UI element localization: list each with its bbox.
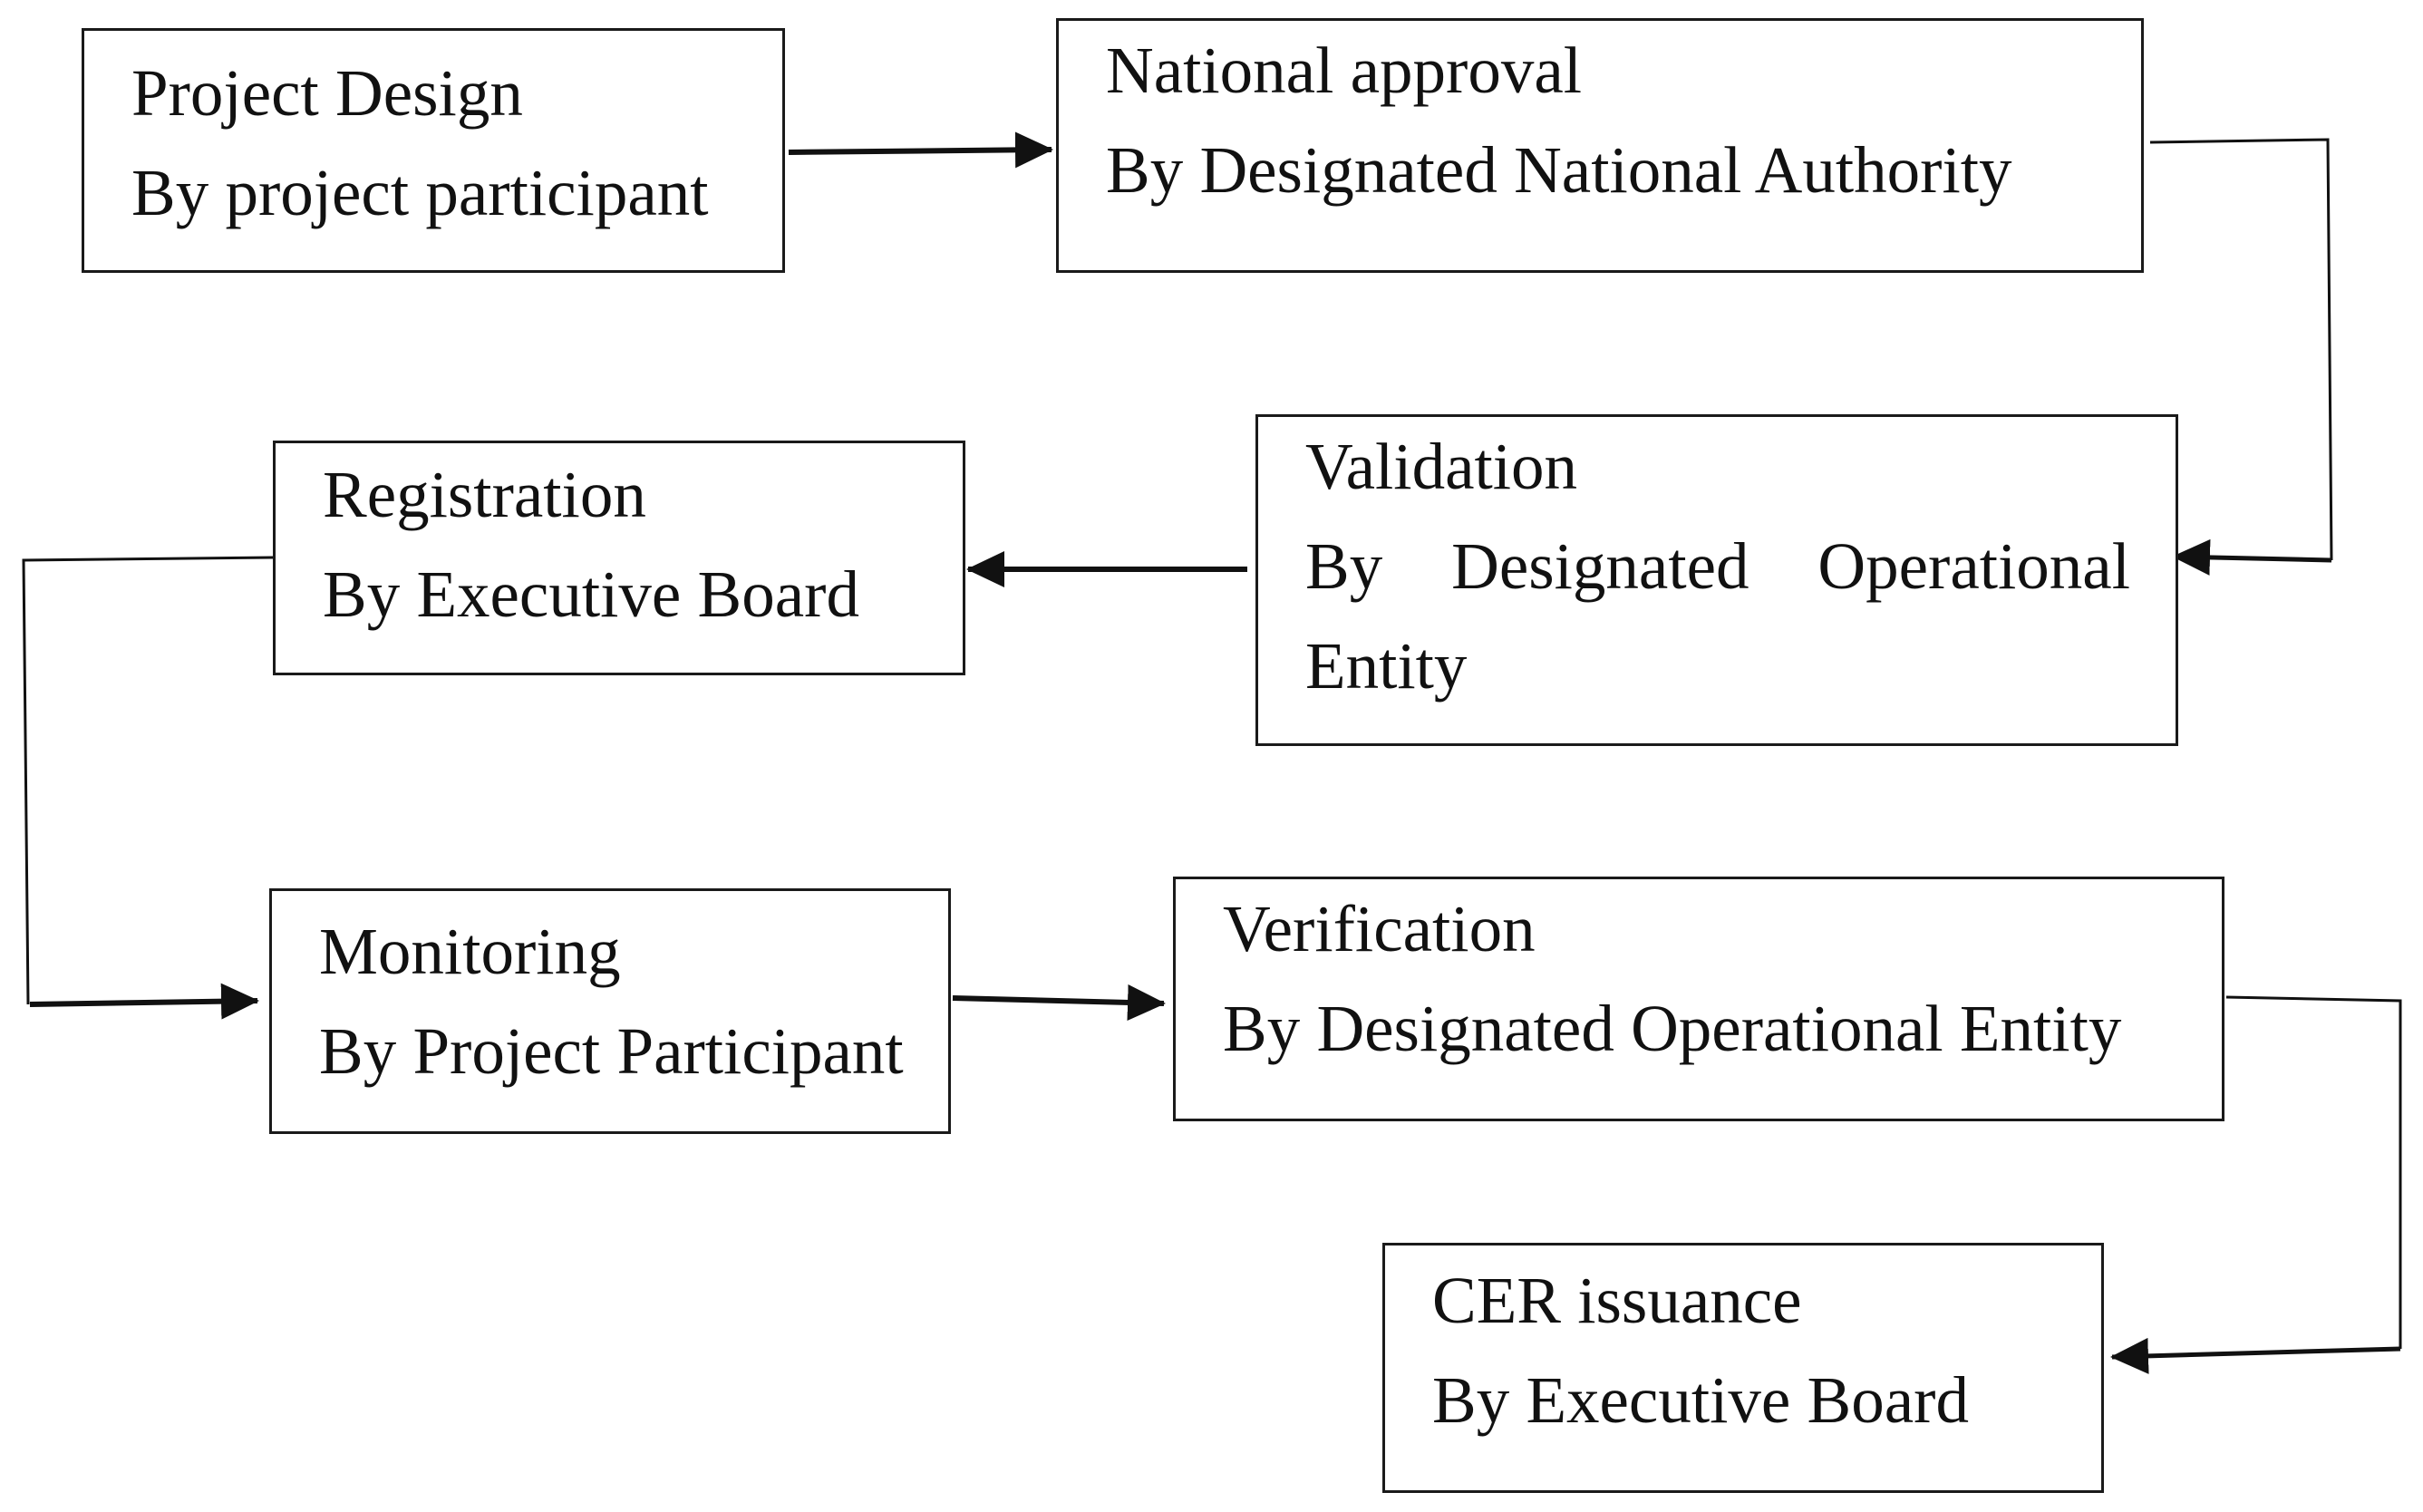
step-actor: By Designated National Authority bbox=[1106, 133, 2012, 207]
step-title: Verification bbox=[1223, 892, 1536, 965]
step-box-validation: Validation By Designated Operational Ent… bbox=[1255, 414, 2178, 746]
step-actor: By project participant bbox=[131, 156, 709, 229]
step-title: Project Design bbox=[131, 56, 523, 130]
step-actor: By Executive Board bbox=[323, 557, 859, 631]
step-title: Monitoring bbox=[319, 915, 621, 988]
step-box-registration: Registration By Executive Board bbox=[273, 441, 965, 675]
step-title: Validation bbox=[1305, 430, 1578, 503]
step-box-national-approval: National approval By Designated National… bbox=[1056, 18, 2144, 273]
step-title: CER issuance bbox=[1432, 1264, 1802, 1337]
arrow-monitoring-to-verification bbox=[952, 984, 1166, 1021]
step-title: Registration bbox=[323, 458, 646, 531]
connector-approval-to-validation bbox=[2149, 138, 2333, 561]
arrow-registration-to-monitoring bbox=[29, 983, 259, 1020]
arrow-approval-to-validation bbox=[2172, 538, 2332, 576]
step-box-verification: Verification By Designated Operational E… bbox=[1173, 877, 2224, 1121]
step-actor: By Executive Board bbox=[1432, 1363, 1969, 1437]
step-actor: By Designated Operational Entity bbox=[1223, 992, 2122, 1065]
arrow-design-to-approval bbox=[788, 131, 1053, 169]
step-actor: By Designated Operational bbox=[1305, 529, 2130, 603]
step-actor-continued: Entity bbox=[1305, 629, 1468, 703]
connector-verification-to-cer bbox=[2225, 995, 2402, 1349]
connector-registration-to-monitoring bbox=[22, 556, 274, 1005]
step-box-monitoring: Monitoring By Project Participant bbox=[269, 888, 951, 1134]
step-box-project-design: Project Design By project participant bbox=[82, 28, 785, 273]
step-title: National approval bbox=[1106, 34, 1583, 107]
arrow-verification-to-cer bbox=[2110, 1337, 2401, 1374]
step-box-cer-issuance: CER issuance By Executive Board bbox=[1382, 1243, 2104, 1493]
step-actor: By Project Participant bbox=[319, 1014, 904, 1088]
